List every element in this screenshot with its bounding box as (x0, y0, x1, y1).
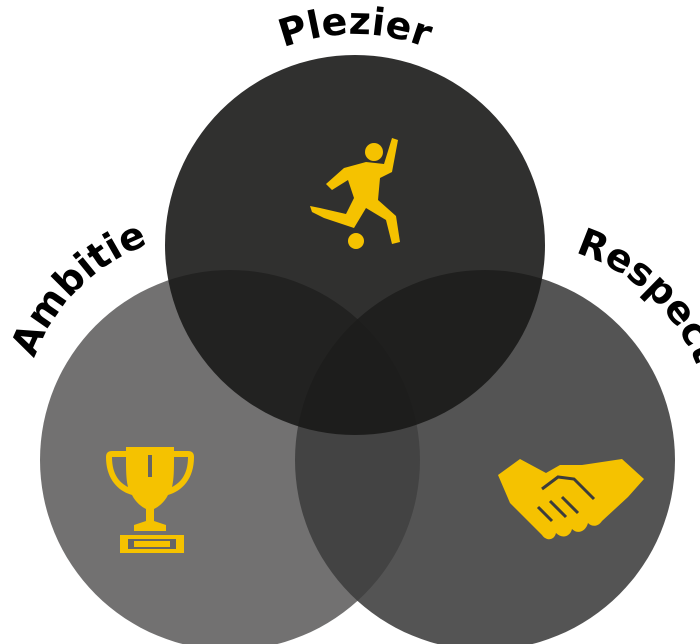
label-plezier: Plezier (273, 0, 438, 56)
trophy-icon (106, 447, 194, 553)
handshake-icon (498, 459, 644, 540)
label-plezier-text: Plezier (273, 0, 438, 56)
football-player-icon (310, 138, 400, 249)
